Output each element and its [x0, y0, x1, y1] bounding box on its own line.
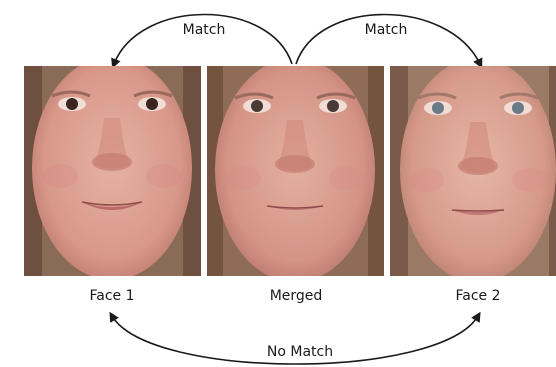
face-2-photo: [390, 66, 556, 276]
face-2-caption: Face 2: [455, 288, 500, 304]
face-1-photo: [24, 66, 201, 276]
merged-caption: Merged: [270, 288, 323, 304]
no-match-label: No Match: [267, 344, 333, 360]
face-1-caption: Face 1: [89, 288, 134, 304]
match-label-right: Match: [365, 22, 408, 38]
match-label-left: Match: [183, 22, 226, 38]
merged-face-photo: [207, 66, 384, 276]
